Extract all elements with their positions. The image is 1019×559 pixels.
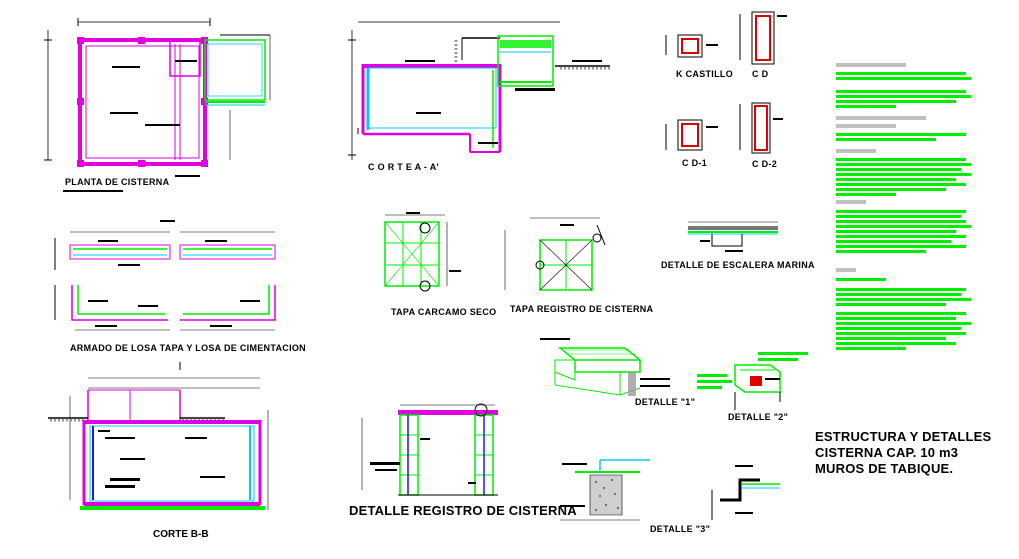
detalle-2-isometric [697, 352, 808, 410]
label-k-castillo: K CASTILLO [676, 69, 733, 79]
label-armado-de-losa: ARMADO DE LOSA TAPA Y LOSA DE CIMENTACIO… [70, 343, 306, 353]
title-line-3: MUROS DE TABIQUE. [815, 461, 954, 476]
label-tapa-carcamo-seco: TAPA CARCAMO SECO [391, 307, 497, 317]
label-planta-de-cisterna: PLANTA DE CISTERNA [65, 177, 170, 187]
tapa-registro-detail [504, 217, 606, 291]
label-cd: C D [752, 69, 769, 79]
label-detalle-1: DETALLE "1" [635, 397, 696, 407]
label-detalle-registro: DETALLE REGISTRO DE CISTERNA [349, 503, 577, 518]
corte-b-b-section [48, 362, 269, 510]
general-notes-block [836, 63, 971, 350]
corte-a-a-section [348, 21, 610, 160]
label-escalera-marina: DETALLE DE ESCALERA MARINA [661, 260, 815, 270]
detalle-1-isometric [540, 338, 670, 396]
label-tapa-registro: TAPA REGISTRO DE CISTERNA [510, 304, 654, 314]
label-cd-2: C D-2 [752, 159, 778, 169]
column-section-details [665, 11, 787, 154]
label-corte-a-a: C O R T E A - A' [368, 162, 439, 172]
title-line-2: CISTERNA CAP. 10 m3 [815, 445, 959, 460]
armado-de-losa-details [54, 220, 276, 331]
tapa-carcamo-seco-detail [384, 212, 461, 292]
label-detalle-2: DETALLE "2" [728, 412, 789, 422]
label-corte-b-b: CORTE B-B [153, 529, 209, 540]
foundation-gravel-detail [560, 459, 650, 521]
escalera-marina-detail [688, 221, 778, 252]
label-detalle-3: DETALLE "3" [650, 524, 711, 534]
planta-de-cisterna-plan [44, 18, 271, 192]
title-line-1: ESTRUCTURA Y DETALLES [815, 429, 992, 444]
detalle-3-detail [711, 465, 780, 520]
label-cd-1: C D-1 [682, 158, 708, 168]
detalle-registro-section [361, 403, 498, 496]
